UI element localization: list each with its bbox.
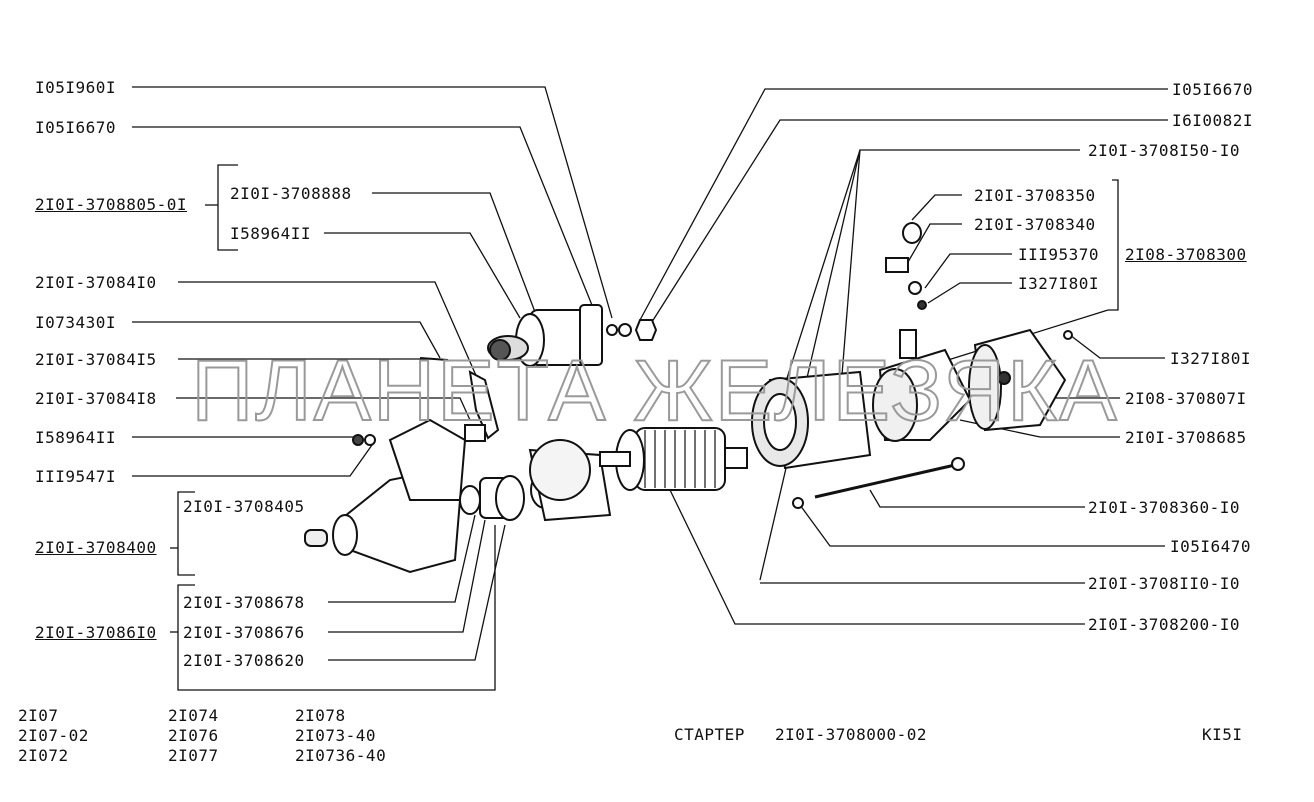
label-part-number: I05I6470: [1170, 537, 1252, 556]
label-part-number: 2I0I-3708620: [183, 651, 305, 670]
label-part-number: I05I6670: [1172, 80, 1254, 99]
leader-line: [132, 126, 599, 321]
label-part-number: I327I80I: [1018, 274, 1100, 293]
label-group-number: 2I08-3708300: [1125, 245, 1247, 264]
leader-line: [372, 192, 536, 313]
label-part-number: 2I0I-3708360-I0: [1088, 498, 1240, 517]
leader-line: [907, 223, 962, 263]
model-code: 2I074: [168, 706, 219, 725]
label-part-number: 2I0I-3708200-I0: [1088, 615, 1240, 634]
label-part-number: I58964II: [230, 224, 312, 243]
leader-line: [779, 149, 861, 401]
leader-line: [869, 489, 1085, 508]
group-bracket: [177, 491, 195, 576]
diagram-title: СТАРТЕР: [674, 725, 745, 744]
label-part-number: 2I0I-3708350: [974, 186, 1096, 205]
label-part-number: I05I6670: [35, 118, 117, 137]
model-code: 2I072: [18, 746, 69, 765]
label-part-number: 2I0I-3708340: [974, 215, 1096, 234]
leader-line: [924, 253, 1012, 289]
leader-line: [324, 232, 521, 319]
label-part-number: 2I0I-3708I50-I0: [1088, 141, 1240, 160]
label-part-number: I05I960I: [35, 78, 117, 97]
watermark: ПЛАНЕТА ЖЕЛЕЗЯКА: [191, 343, 1118, 439]
solenoid-assembly: [487, 304, 658, 367]
brake-cover: [528, 439, 612, 522]
label-part-number: I6I0082I: [1172, 111, 1254, 130]
label-part-number: III9547I: [35, 467, 117, 486]
label-part-number: 2I0I-3708678: [183, 593, 305, 612]
leader-line: [178, 281, 479, 381]
leader-line: [328, 514, 476, 603]
model-code: 2I0736-40: [295, 746, 387, 765]
through-bolt: [792, 457, 965, 509]
label-part-number: I073430I: [35, 313, 117, 332]
leader-line: [132, 321, 441, 359]
end-cap: [968, 328, 1073, 432]
drive-housing: [304, 418, 467, 574]
leader-line: [649, 119, 1168, 326]
model-code: 2I076: [168, 726, 219, 745]
label-group-number: 2I0I-3708400: [35, 538, 157, 557]
model-code: 2I078: [295, 706, 346, 725]
model-code: 2I07-02: [18, 726, 89, 745]
leader-line: [911, 194, 962, 221]
label-part-number: 2I0I-3708685: [1125, 428, 1247, 447]
armature: [599, 427, 748, 491]
leader-line: [176, 397, 471, 421]
model-code: 2I077: [168, 746, 219, 765]
leader-line: [328, 519, 486, 633]
label-group-number: 2I0I-37086I0: [35, 623, 157, 642]
group-bracket: [217, 164, 238, 251]
lever: [419, 357, 500, 442]
leader-line: [839, 149, 861, 401]
assembly-number: 2I0I-3708000-02: [775, 725, 927, 744]
label-part-number: I58964II: [35, 428, 117, 447]
leader-line: [1069, 334, 1165, 359]
leader-line: [799, 504, 1165, 547]
label-part-number: 2I0I-3708676: [183, 623, 305, 642]
stator-housing: [751, 370, 872, 470]
label-part-number: 2I08-370807I: [1125, 389, 1247, 408]
label-part-number: III95370: [1018, 245, 1100, 264]
label-part-number: 2I0I-37084I5: [35, 350, 157, 369]
label-group-number: 2I0I-3708805-0I: [35, 195, 187, 214]
label-part-number: I327I80I: [1170, 349, 1252, 368]
leader-line: [132, 86, 613, 319]
label-part-number: 2I0I-37084I0: [35, 273, 157, 292]
commutator-cover: [872, 329, 972, 442]
leader-line: [639, 88, 1168, 321]
brush-parts: [885, 222, 927, 310]
label-part-number: 2I0I-3708405: [183, 497, 305, 516]
label-part-number: 2I0I-3708888: [230, 184, 352, 203]
label-part-number: 2I0I-37084I8: [35, 389, 157, 408]
leader-line: [669, 489, 1085, 625]
leader-line: [927, 282, 1012, 304]
label-part-number: 2I0I-3708II0-I0: [1088, 574, 1240, 593]
group-bracket: [177, 525, 496, 691]
leader-line: [132, 444, 373, 477]
page-code: KI5I: [1202, 725, 1243, 744]
leader-line: [1108, 179, 1119, 311]
model-code: 2I073-40: [295, 726, 377, 745]
model-code: 2I07: [18, 706, 59, 725]
